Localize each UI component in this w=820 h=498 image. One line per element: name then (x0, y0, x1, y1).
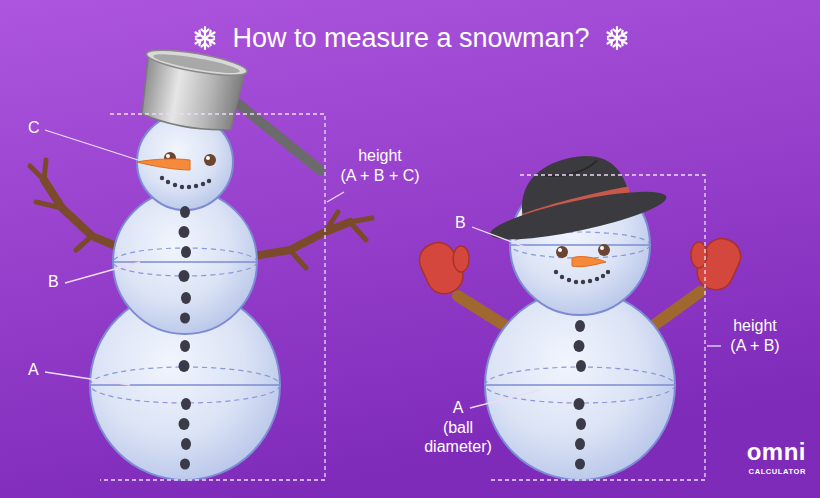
leader-lines (45, 130, 140, 385)
stone-button (180, 459, 190, 470)
eye-shine (166, 154, 170, 158)
leader-line (707, 345, 721, 346)
stone-button (181, 246, 191, 258)
leader-line (327, 192, 344, 202)
diameter-line (485, 384, 675, 386)
part-note: (ball diameter) (417, 418, 499, 456)
pot-inside (152, 51, 241, 77)
diameter-line (90, 384, 280, 386)
stone-button (179, 226, 190, 238)
mitten-thumb (453, 246, 469, 272)
eye-shine (558, 248, 562, 252)
stick-arm (458, 296, 512, 330)
snow-ball (90, 290, 280, 480)
dimension-bracket (100, 114, 325, 480)
stone-button (181, 438, 191, 450)
pot-handle (236, 102, 320, 170)
part-label: C (28, 118, 40, 137)
carrot-nose (137, 159, 190, 170)
dimension-bracket (100, 114, 325, 480)
face (137, 152, 216, 189)
branch-arm (242, 222, 350, 258)
diameter-line (113, 261, 257, 263)
stone-button (574, 398, 585, 410)
eye (204, 154, 216, 166)
mouth-dots (160, 176, 211, 189)
stone-button (179, 360, 190, 372)
leader-line (45, 372, 130, 385)
hat-brim (487, 182, 669, 249)
eye-shine (206, 156, 210, 160)
part-label: B (455, 213, 466, 232)
fedora-hat (478, 140, 669, 249)
stone-button (179, 270, 190, 282)
stone-buttons (574, 320, 587, 470)
part-label: A (28, 360, 39, 379)
leader-line (45, 130, 138, 160)
equator-ellipse (485, 367, 675, 403)
dimension-label: (A + B + C) (340, 166, 419, 185)
stone-button (576, 360, 586, 372)
leader-line (472, 227, 528, 248)
stick-arm (650, 292, 700, 328)
cooking-pot (135, 45, 248, 136)
stone-button (575, 438, 585, 450)
dimension-bracket (490, 175, 705, 480)
stone-button (179, 418, 190, 430)
hat-dent (540, 160, 598, 180)
eye-shine (600, 246, 604, 250)
stone-button (180, 206, 190, 218)
mitten (414, 230, 484, 299)
stone-button (574, 340, 585, 352)
snow-ball (485, 290, 675, 480)
face (554, 244, 610, 284)
stone-button (180, 340, 190, 352)
stone-button (181, 398, 191, 410)
dimension-label: height (733, 316, 777, 335)
branch-twig (290, 212, 372, 268)
stone-button (180, 313, 190, 324)
stone-button (575, 459, 585, 470)
leader-line (65, 262, 140, 283)
stone-buttons (179, 206, 192, 470)
carrot-nose (572, 257, 606, 267)
eye (598, 244, 610, 256)
snow-ball (113, 190, 257, 334)
snowflake-icon (606, 27, 629, 49)
mitten-hand (692, 233, 747, 295)
leader-lines (470, 227, 721, 408)
watermark: CALCULATOR (749, 467, 806, 476)
snowflake-icon (194, 27, 217, 49)
part-label: B (48, 272, 59, 291)
mitten (676, 226, 746, 295)
dimension-label: (A + B) (730, 336, 779, 355)
watermark: omni (747, 438, 806, 467)
eye (556, 246, 568, 258)
stone-button (181, 292, 191, 304)
diameter-line (510, 244, 650, 246)
dimension-label: height (358, 146, 402, 165)
snow-ball (90, 114, 280, 480)
mouth-dots (554, 270, 610, 284)
stone-button (576, 418, 586, 430)
branch-twig (30, 160, 92, 250)
dimension-bracket (490, 175, 705, 480)
leader-line (470, 390, 540, 408)
mitten-hand (414, 237, 469, 299)
part-label: A (453, 398, 464, 417)
equator-ellipse (90, 367, 280, 403)
snow-ball (485, 175, 675, 480)
stone-button (575, 320, 585, 332)
title: How to measure a snowman? (232, 22, 589, 54)
